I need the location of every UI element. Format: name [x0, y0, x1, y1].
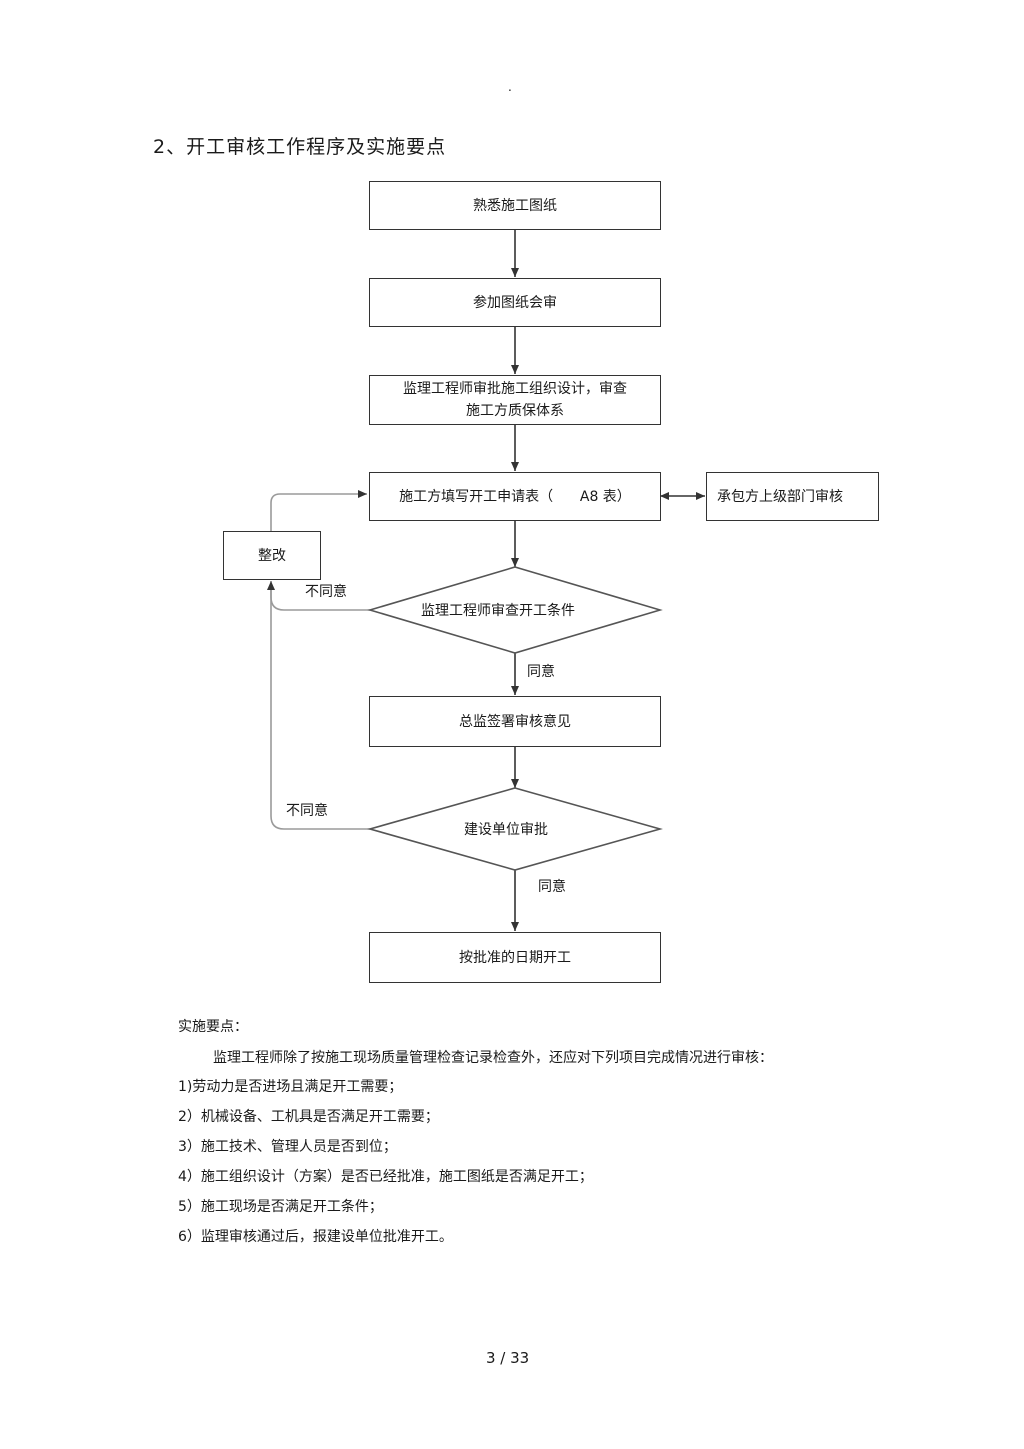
step-fill-application: 施工方填写开工申请表（ A8 表）	[369, 472, 661, 521]
step-label: 按批准的日期开工	[459, 949, 571, 966]
step-label: 参加图纸会审	[473, 294, 557, 311]
step-label: 熟悉施工图纸	[473, 197, 557, 214]
step-rectify: 整改	[223, 531, 321, 580]
step-label-line1: 监理工程师审批施工组织设计，审查	[403, 381, 627, 397]
step-label: 整改	[258, 547, 286, 564]
loop-d2-to-rectify	[270, 590, 370, 830]
edge-agree-1: 同意	[527, 664, 555, 680]
step-familiarize-drawings: 熟悉施工图纸	[369, 181, 661, 230]
step-label: 承包方上级部门审核	[717, 488, 843, 505]
step-start-on-date: 按批准的日期开工	[369, 932, 661, 983]
step-drawing-review: 参加图纸会审	[369, 278, 661, 327]
step-approve-construction-plan: 监理工程师审批施工组织设计，审查 施工方质保体系	[369, 375, 661, 425]
decision-d1-shape	[367, 566, 663, 654]
list-item: 3）施工技术、管理人员是否到位；	[178, 1139, 397, 1155]
step-label: 总监签署审核意见	[459, 713, 571, 730]
notes-list: 1)劳动力是否进场且满足开工需要； 2）机械设备、工机具是否满足开工需要； 3）…	[178, 1076, 593, 1256]
step-label-line2: 施工方质保体系	[466, 403, 564, 419]
decision-d2-shape	[367, 787, 663, 871]
edge-disagree-1: 不同意	[305, 584, 347, 600]
list-item: 4）施工组织设计（方案）是否已经批准，施工图纸是否满足开工；	[178, 1169, 593, 1185]
decision-d1-label: 监理工程师审查开工条件	[421, 603, 575, 619]
notes-intro: 监理工程师除了按施工现场质量管理检查记录检查外，还应对下列项目完成情况进行审核：	[213, 1050, 773, 1066]
step-chief-sign: 总监签署审核意见	[369, 696, 661, 747]
notes-title: 实施要点：	[178, 1019, 248, 1035]
list-item: 6）监理审核通过后，报建设单位批准开工。	[178, 1229, 453, 1245]
list-item: 2）机械设备、工机具是否满足开工需要；	[178, 1109, 439, 1125]
page-number: 3 / 33	[486, 1349, 530, 1367]
loop-rectify-to-s4	[270, 490, 367, 531]
list-item: 1)劳动力是否进场且满足开工需要；	[178, 1079, 403, 1095]
header-mark: .	[508, 80, 512, 94]
step-label: 施工方填写开工申请表（ A8 表）	[399, 488, 631, 505]
list-item: 5）施工现场是否满足开工条件；	[178, 1199, 383, 1215]
edge-disagree-2: 不同意	[286, 803, 328, 819]
section-heading: 2、开工审核工作程序及实施要点	[153, 136, 447, 158]
edge-agree-2: 同意	[538, 879, 566, 895]
decision-d2-label: 建设单位审批	[464, 822, 548, 838]
side-contractor-review: 承包方上级部门审核	[706, 472, 879, 521]
